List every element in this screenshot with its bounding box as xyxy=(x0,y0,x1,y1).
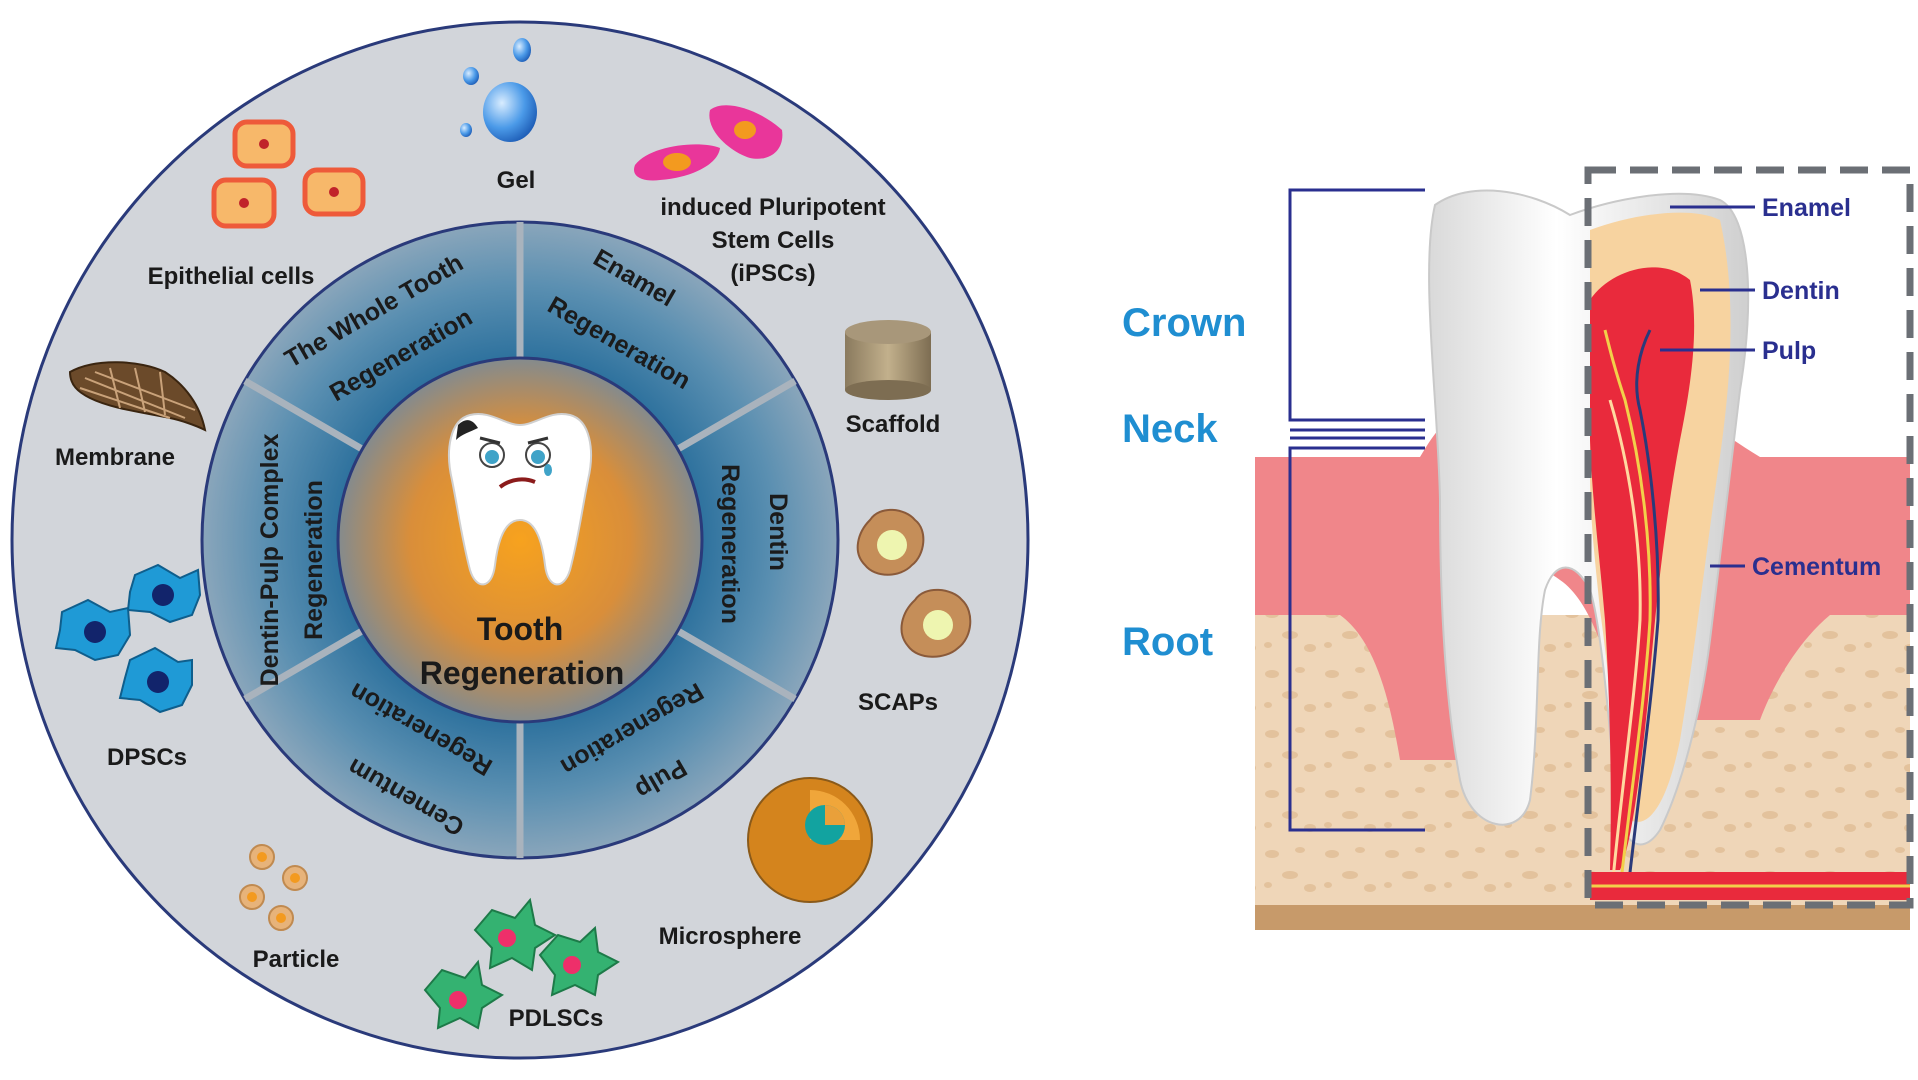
dpscs-label: DPSCs xyxy=(107,744,187,771)
region-neck-label: Neck xyxy=(1122,407,1218,451)
scaps-label: SCAPs xyxy=(858,689,938,716)
regeneration-wheel: Tooth Regeneration Enamel Regeneration D… xyxy=(10,20,1030,1060)
pdlscs-label: PDLSCs xyxy=(509,1005,604,1032)
segment-dentin-line1: Dentin xyxy=(764,493,792,571)
scaps-icon xyxy=(856,508,972,658)
cutaway-box xyxy=(1584,166,1914,909)
segment-dpc-line2: Regeneration xyxy=(300,480,328,640)
tooth-anatomy: Crown Neck Root Enamel Dentin Pulp Cemen… xyxy=(1122,166,1914,930)
epithelial-label: Epithelial cells xyxy=(148,263,315,290)
microsphere-label: Microsphere xyxy=(659,923,802,950)
region-crown-label: Crown xyxy=(1122,301,1246,345)
ipsc-label-line2: Stem Cells xyxy=(712,227,835,254)
dpscs-nuclei xyxy=(84,584,174,693)
bone-base xyxy=(1255,905,1910,930)
pdlscs-nuclei xyxy=(449,929,581,1009)
scaffold-icon xyxy=(845,320,931,400)
gel-label: Gel xyxy=(497,167,536,194)
ipsc-label-line1: induced Pluripotent xyxy=(660,194,885,221)
part-leader-lines xyxy=(1660,205,1755,568)
segment-dividers xyxy=(243,222,797,858)
center-circle xyxy=(336,356,704,724)
part-enamel-label: Enamel xyxy=(1762,194,1851,222)
scaffold-label: Scaffold xyxy=(846,411,941,438)
sad-tooth-icon xyxy=(448,412,592,586)
segment-dpc-line1: Dentin-Pulp Complex xyxy=(256,434,284,687)
region-brackets xyxy=(1288,188,1425,832)
part-cementum-label: Cementum xyxy=(1752,553,1881,581)
ipsc-icon xyxy=(634,105,783,181)
part-dentin-label: Dentin xyxy=(1762,277,1840,305)
epithelial-nuclei xyxy=(239,139,339,208)
particle-cores xyxy=(247,852,300,923)
membrane-label: Membrane xyxy=(55,444,175,471)
particle-label: Particle xyxy=(253,946,340,973)
membrane-icon xyxy=(68,361,207,432)
segment-dentin-pulp-complex: Dentin-Pulp Complex Regeneration xyxy=(256,434,328,687)
gel-icon xyxy=(460,38,537,142)
nerve-vessels xyxy=(1603,329,1660,891)
alveolar-bone xyxy=(1255,615,1910,905)
segment-dentin: Dentin Regeneration xyxy=(716,464,792,624)
part-pulp-label: Pulp xyxy=(1762,337,1816,365)
gum-tissue xyxy=(1255,420,1910,760)
center-title-line1: Tooth xyxy=(477,611,563,647)
region-root-label: Root xyxy=(1122,620,1213,664)
ipsc-label-line3: (iPSCs) xyxy=(730,260,815,287)
segment-dentin-line2: Regeneration xyxy=(716,464,744,624)
dpscs-icon xyxy=(54,563,202,714)
microsphere-icon xyxy=(747,777,873,903)
center-title-line2: Regeneration xyxy=(420,655,624,691)
